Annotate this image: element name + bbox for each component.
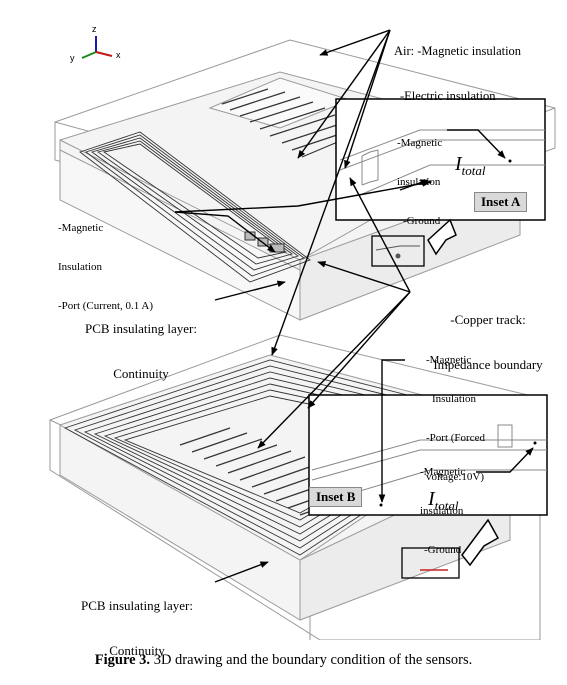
copper-line1: -Copper track: — [450, 312, 526, 327]
inset-a-mag-line2: insulation — [397, 176, 441, 188]
inset-a-itotal-main: I — [455, 153, 462, 175]
inset-a-title: Inset A — [474, 192, 528, 212]
copper-line2: Impedance boundary — [433, 357, 543, 372]
inset-b-itotal: Itotal — [428, 488, 459, 514]
inset-b-mag-line2: insulation — [420, 505, 464, 517]
top-air-box — [54, 39, 556, 233]
figure-number: Figure 3. — [94, 652, 151, 668]
bottom-inset-source-rect — [401, 547, 460, 579]
axis-label-z: z — [92, 24, 97, 34]
axis-gizmo — [81, 36, 113, 59]
inset-b-magnetic-label: -Magnetic insulation -Ground — [420, 440, 465, 570]
inset-b-itotal-sub: total — [434, 498, 459, 513]
inset-a-itotal: Itotal — [455, 153, 486, 179]
pcb-bottom-label: PCB insulating layer: Continuity — [62, 568, 212, 673]
air-label: Air: -Magnetic insulation -Electric insu… — [394, 14, 521, 119]
inset-b-port-line1: -Magnetic — [426, 354, 472, 366]
inset-a-ground: -Ground — [403, 215, 441, 227]
left-port-line3: -Port (Current, 0.1 A) — [58, 300, 154, 312]
annotation-arrows — [174, 29, 534, 583]
inset-b-port-line3: -Port (Forced — [426, 432, 485, 444]
axis-label-x: x — [116, 50, 121, 60]
inset-b-itotal-main: I — [428, 488, 435, 510]
inset-a-itotal-sub: total — [461, 163, 486, 178]
inset-a-mag-line1: -Magnetic — [397, 137, 443, 149]
top-inset-source-rect — [371, 235, 425, 267]
inset-b-pointer-arrow — [461, 518, 500, 567]
copper-track-label: -Copper track: Impedance boundary — [418, 282, 558, 387]
air-label-line1: Air: -Magnetic insulation — [394, 44, 522, 58]
inset-b-title: Inset B — [309, 487, 363, 507]
inset-a-pointer-arrow — [427, 218, 457, 256]
left-port-line2: Insulation — [58, 261, 102, 273]
inset-b-ground: -Ground — [424, 544, 462, 556]
left-port-line1: -Magnetic — [58, 222, 104, 234]
inset-b-mag-line1: -Magnetic — [420, 466, 466, 478]
pcb-top-line2: Continuity — [113, 366, 169, 381]
inset-a-magnetic-label: -Magnetic insulation -Ground — [397, 111, 442, 241]
figure-caption-text: 3D drawing and the boundary condition of… — [150, 652, 473, 668]
pcb-top-line1: PCB insulating layer: — [85, 321, 197, 336]
top-slots — [221, 88, 341, 158]
left-port-label: -Magnetic Insulation -Port (Current, 0.1… — [58, 196, 153, 326]
pcb-top-label: PCB insulating layer: Continuity — [66, 291, 216, 396]
figure-caption: Figure 3. 3D drawing and the boundary co… — [0, 652, 567, 669]
inset-a — [335, 98, 546, 221]
pcb-bottom-line1: PCB insulating layer: — [81, 598, 193, 613]
pcb-bottom-line2: Continuity — [109, 643, 165, 658]
inset-b-port-line4: voltage:10V) — [426, 471, 485, 483]
air-label-line2: -Electric insulation — [400, 89, 496, 103]
inset-b-port-line2: Insulation — [432, 393, 476, 405]
axis-label-y: y — [70, 53, 75, 63]
inset-b-port-label: -Magnetic Insulation -Port (Forced volta… — [426, 328, 485, 497]
diagram-canvas — [49, 29, 556, 640]
top-coil-tracks — [79, 131, 311, 283]
